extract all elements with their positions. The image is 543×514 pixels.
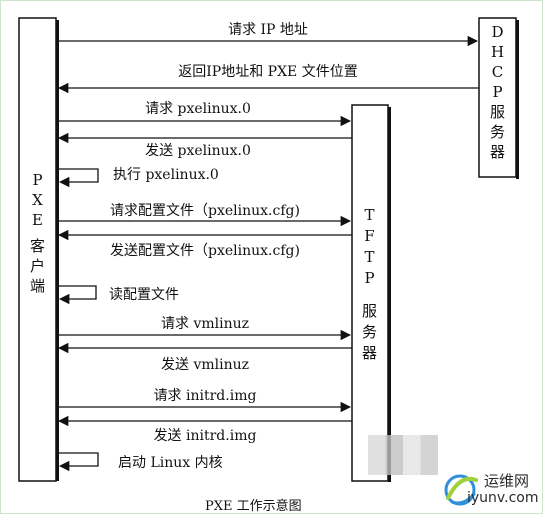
arrow-read-config <box>58 285 97 305</box>
msg-send-vmlinuz: 发送 vmlinuz <box>161 357 249 373</box>
msg-exec-pxelinux: 执行 pxelinux.0 <box>113 167 219 183</box>
watermark-logo-icon <box>444 474 478 506</box>
msg-send-config: 发送配置文件（pxelinux.cfg) <box>110 243 300 259</box>
dhcp-server-label: D H C P 服 务 器 <box>490 23 506 161</box>
watermark-site-name: 运维网 <box>484 472 530 490</box>
msg-request-vmlinuz: 请求 vmlinuz <box>161 316 249 332</box>
pixelated-watermark <box>368 435 438 475</box>
tftp-server-label: T F T P 服 务 器 <box>362 206 378 362</box>
tftp-server-box <box>351 104 389 482</box>
arrow-exec-pxelinux <box>58 168 99 188</box>
msg-request-pxelinux: 请求 pxelinux.0 <box>145 101 251 117</box>
msg-send-initrd: 发送 initrd.img <box>153 428 257 444</box>
msg-request-ip: 请求 IP 地址 <box>228 22 308 38</box>
msg-return-ip: 返回IP地址和 PXE 文件位置 <box>178 64 358 80</box>
msg-request-initrd: 请求 initrd.img <box>153 388 257 404</box>
msg-request-config: 请求配置文件（pxelinux.cfg) <box>110 203 300 219</box>
msg-send-pxelinux: 发送 pxelinux.0 <box>145 143 251 159</box>
msg-boot-kernel: 启动 Linux 内核 <box>118 455 223 471</box>
pxe-client-box <box>18 17 57 482</box>
watermark-site-url: iyunv.com <box>467 490 539 506</box>
pxe-client-label: P X E 客 户 端 <box>30 171 46 295</box>
arrow-boot-kernel <box>58 452 99 472</box>
msg-read-config: 读配置文件 <box>109 287 179 303</box>
diagram-caption: PXE 工作示意图 <box>205 499 302 514</box>
